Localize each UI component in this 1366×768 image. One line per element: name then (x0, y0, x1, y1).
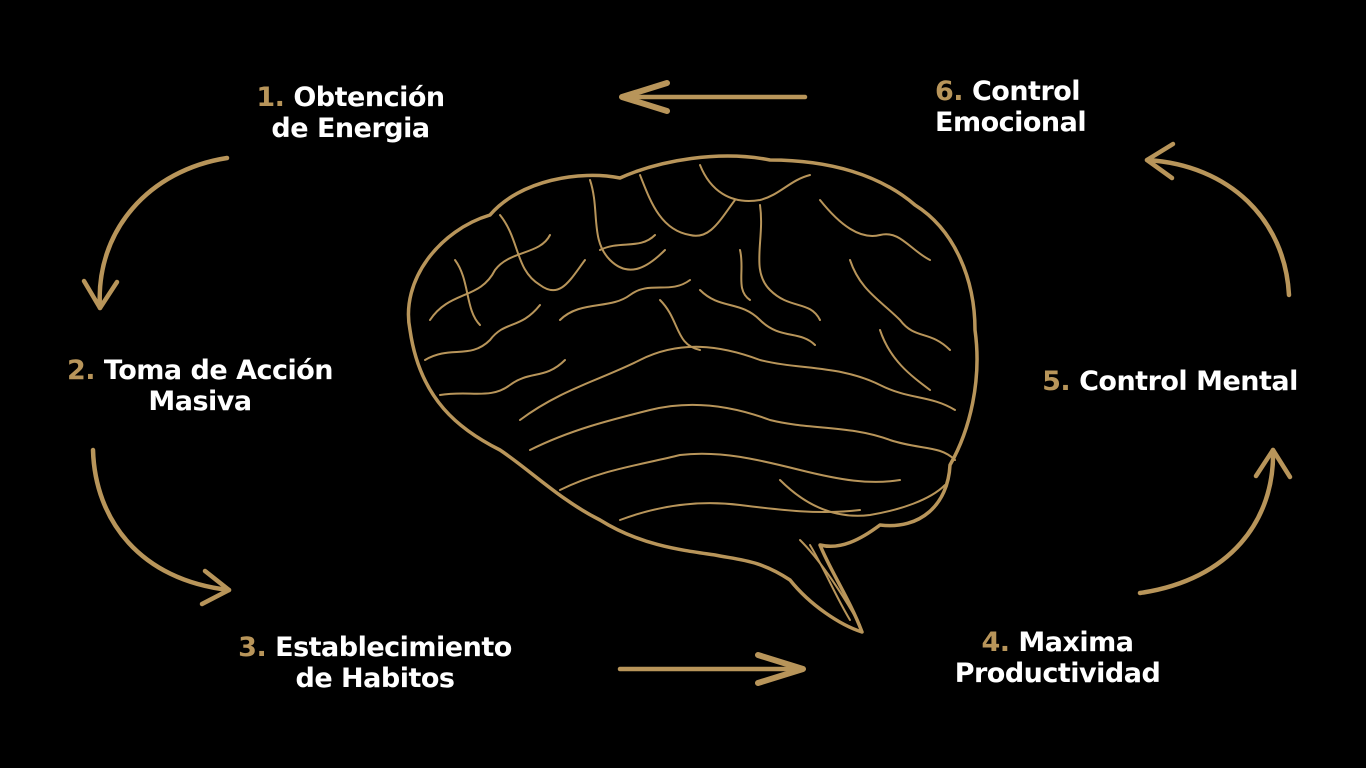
straight-arrow-left-icon (619, 80, 808, 114)
step-1-label: 1. Obtención de Energia (243, 82, 458, 144)
step-5-number: 5. (1042, 366, 1071, 397)
step-2-label: 2. Toma de Acción Masiva (50, 355, 350, 417)
straight-arrow-right-icon (617, 652, 806, 686)
curved-arrow-right-icon (90, 447, 232, 607)
step-4-title-line1: Maxima (1018, 627, 1134, 658)
step-6-title-line2: Emocional (935, 107, 1087, 138)
step-4-label: 4. Maxima Productividad (935, 627, 1180, 689)
step-1-number: 1. (256, 82, 285, 113)
step-1-title-line2: de Energia (271, 113, 430, 144)
step-3-title-line1: Establecimiento (275, 632, 512, 663)
step-4-title-line2: Productividad (954, 658, 1161, 689)
step-2-title-line2: Masiva (148, 386, 252, 417)
curved-arrow-up-left-icon (1144, 141, 1292, 298)
step-4-number: 4. (981, 627, 1010, 658)
step-5-title-line1: Control Mental (1079, 366, 1298, 397)
step-6-title-line1: Control (971, 76, 1081, 107)
step-6-label: 6. Control Emocional (935, 76, 1120, 138)
step-3-number: 3. (238, 632, 267, 663)
step-2-number: 2. (66, 355, 96, 386)
step-6-number: 6. (935, 76, 964, 107)
step-1-title-line1: Obtención (293, 82, 445, 113)
curved-arrow-up-icon (1137, 447, 1293, 596)
curved-arrow-down-icon (81, 155, 230, 311)
step-3-title-line2: de Habitos (295, 663, 455, 694)
step-5-label: 5. Control Mental (1020, 366, 1320, 397)
step-2-title-line1: Toma de Acción (103, 355, 334, 386)
step-3-label: 3. Establecimiento de Habitos (220, 632, 530, 694)
